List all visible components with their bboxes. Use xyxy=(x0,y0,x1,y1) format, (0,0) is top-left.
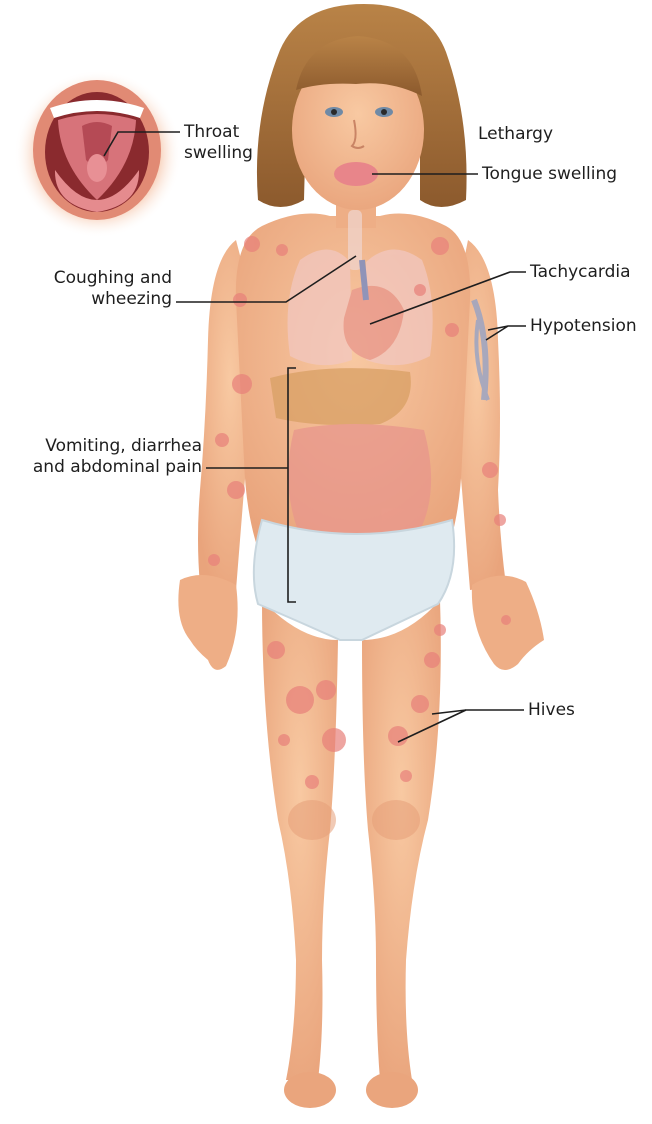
legs xyxy=(262,600,441,1108)
label-vomiting-diarrhea-abdominal-pain: Vomiting, diarrhea and abdominal pain xyxy=(4,436,202,478)
head xyxy=(292,36,424,228)
label-lethargy: Lethargy xyxy=(478,124,553,145)
label-hives: Hives xyxy=(528,700,575,721)
label-throat-swelling: Throat swelling xyxy=(184,122,253,164)
label-coughing-line1: Coughing and xyxy=(40,268,172,289)
label-hypotension: Hypotension xyxy=(530,316,637,337)
label-vomiting-line1: Vomiting, diarrhea xyxy=(4,436,202,457)
label-tongue-swelling: Tongue swelling xyxy=(482,164,617,185)
throat-inset xyxy=(14,70,182,238)
label-throat-line2: swelling xyxy=(184,143,253,164)
label-tachycardia: Tachycardia xyxy=(530,262,631,283)
label-throat-line1: Throat xyxy=(184,122,253,143)
label-coughing-wheezing: Coughing and wheezing xyxy=(40,268,172,310)
label-vomiting-line2: and abdominal pain xyxy=(4,457,202,478)
swollen-tongue xyxy=(334,162,378,186)
label-coughing-line2: wheezing xyxy=(40,289,172,310)
